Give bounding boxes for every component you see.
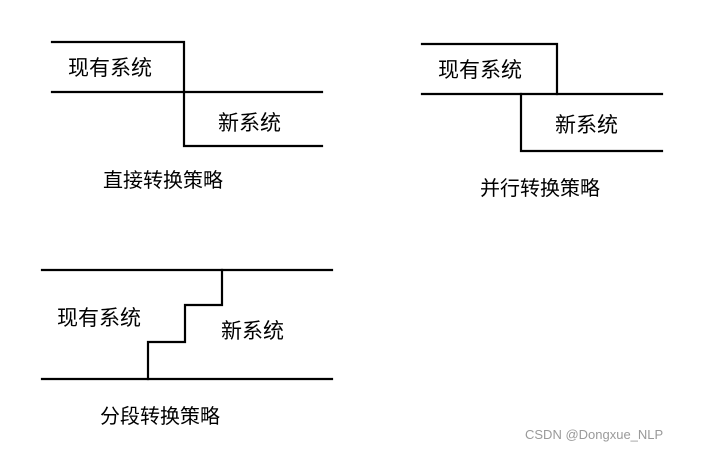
parallel-old-system-label: 现有系统 bbox=[438, 58, 522, 82]
parallel-new-system-label: 新系统 bbox=[555, 113, 618, 137]
phased-staircase-line bbox=[146, 268, 224, 381]
direct-new-system-label: 新系统 bbox=[218, 111, 281, 135]
parallel-old-system-box bbox=[420, 42, 559, 96]
phased-old-system-label: 现有系统 bbox=[57, 306, 141, 330]
phased-strategy-caption: 分段转换策略 bbox=[100, 404, 220, 428]
direct-strategy-caption: 直接转换策略 bbox=[103, 168, 223, 192]
direct-new-system-box bbox=[182, 90, 324, 148]
parallel-strategy-caption: 并行转换策略 bbox=[480, 176, 600, 200]
watermark-text: CSDN @Dongxue_NLP bbox=[525, 427, 664, 442]
direct-old-system-box bbox=[50, 40, 186, 94]
parallel-new-system-box bbox=[519, 92, 664, 153]
direct-old-system-label: 现有系统 bbox=[68, 56, 152, 80]
phased-new-system-label: 新系统 bbox=[221, 319, 284, 343]
